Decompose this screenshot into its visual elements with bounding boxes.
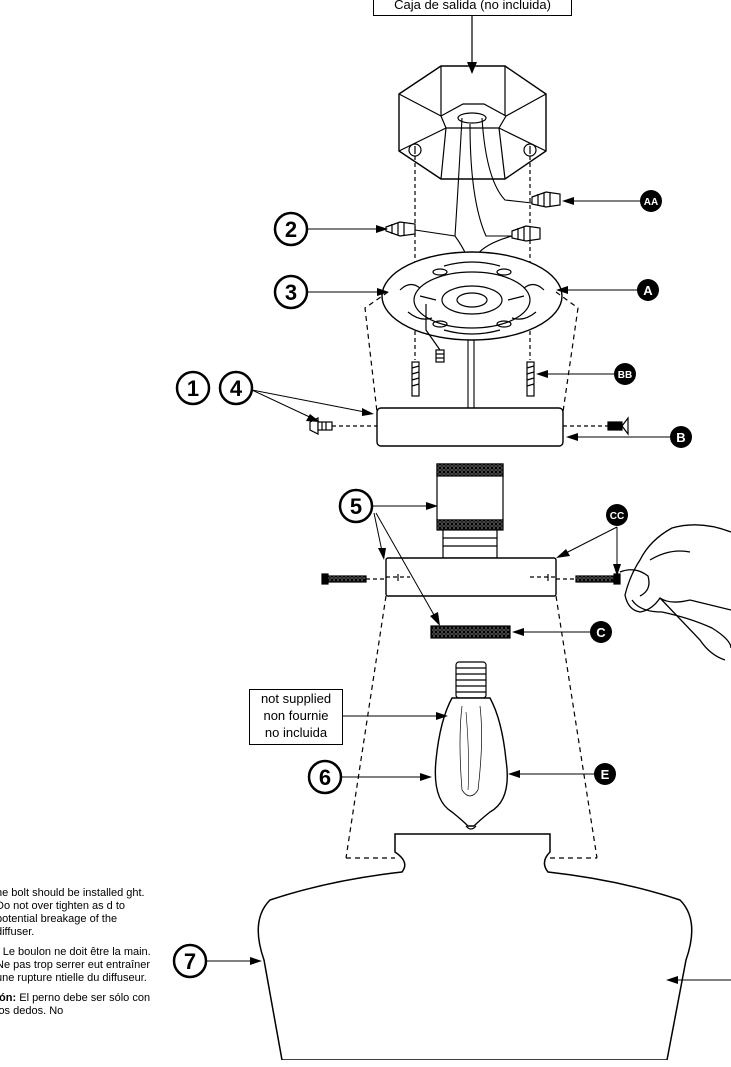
caution-note: he bolt should be installed ght. Do not …: [0, 887, 156, 1067]
not-supplied-label: not supplied non fournie no incluida: [249, 689, 343, 745]
svg-text:3: 3: [285, 280, 297, 305]
screw-bb-icon: [411, 361, 535, 397]
callout-arrows: [206, 197, 731, 984]
svg-text:2: 2: [285, 217, 297, 242]
caution-fr: : Le boulon ne doit être la main. Ne pas…: [0, 946, 156, 985]
outlet-box-drawing: [398, 65, 547, 180]
canopy-drawing: [376, 407, 564, 447]
caution-es: ión: El perno debe ser sólo con los dedo…: [0, 992, 156, 1018]
ground-screw-icon: [425, 304, 445, 363]
part-number-6: 6: [307, 759, 343, 795]
caution-es-lead: ión:: [0, 992, 17, 1004]
hardware-letter-a: A: [637, 279, 659, 301]
hardware-letter-bb: BB: [614, 363, 636, 385]
not-supplied-fr: non fournie: [263, 708, 329, 723]
caution-es-text: El perno debe ser sólo con los dedos. No: [0, 992, 151, 1017]
svg-text:BB: BB: [618, 370, 632, 381]
svg-text:6: 6: [319, 765, 331, 790]
hardware-letter-b: B: [670, 426, 692, 448]
caution-fr-text: Le boulon ne doit être la main. Ne pas t…: [0, 946, 151, 984]
outlet-box-label: Caja de salida (no incluida): [373, 0, 572, 16]
svg-text:A: A: [643, 283, 653, 298]
svg-text:7: 7: [184, 949, 196, 974]
part-number-7: 7: [172, 943, 208, 979]
canopy-guide-lines: [364, 291, 579, 413]
hardware-letter-c: C: [590, 621, 612, 643]
svg-text:CC: CC: [610, 511, 624, 522]
svg-text:B: B: [676, 430, 685, 445]
caution-en: he bolt should be installed ght. Do not …: [0, 887, 145, 938]
hardware-letter-e: E: [594, 763, 616, 785]
shade-guide-lines: [345, 595, 598, 859]
svg-text:5: 5: [350, 494, 362, 519]
part-number-2: 2: [273, 211, 309, 247]
svg-text:4: 4: [230, 376, 243, 401]
hand-illustration: [619, 524, 731, 661]
part-number-5: 5: [338, 488, 374, 524]
mounting-plate-drawing: [381, 251, 563, 341]
socket-drawing: [436, 463, 504, 559]
hardware-letter-aa: AA: [640, 190, 662, 212]
bulb-drawing: [434, 661, 508, 830]
svg-text:AA: AA: [644, 197, 658, 208]
part-number-4: 4: [218, 370, 254, 406]
part-number-3: 3: [273, 274, 309, 310]
part-callouts: 2 3 1 4 5 6 7: [172, 211, 374, 979]
svg-text:E: E: [601, 767, 610, 782]
glass-shade-drawing: [257, 833, 693, 1060]
not-supplied-es: no incluida: [264, 725, 328, 740]
svg-text:1: 1: [187, 376, 199, 401]
not-supplied-en: not supplied: [260, 691, 332, 706]
part-number-1: 1: [175, 370, 211, 406]
hardware-callouts: AA A BB B CC C E: [590, 190, 692, 785]
ring-c-drawing: [430, 625, 511, 639]
wire-nut-icon: [385, 191, 561, 242]
hardware-letter-cc: CC: [606, 504, 628, 526]
svg-text:C: C: [596, 625, 606, 640]
